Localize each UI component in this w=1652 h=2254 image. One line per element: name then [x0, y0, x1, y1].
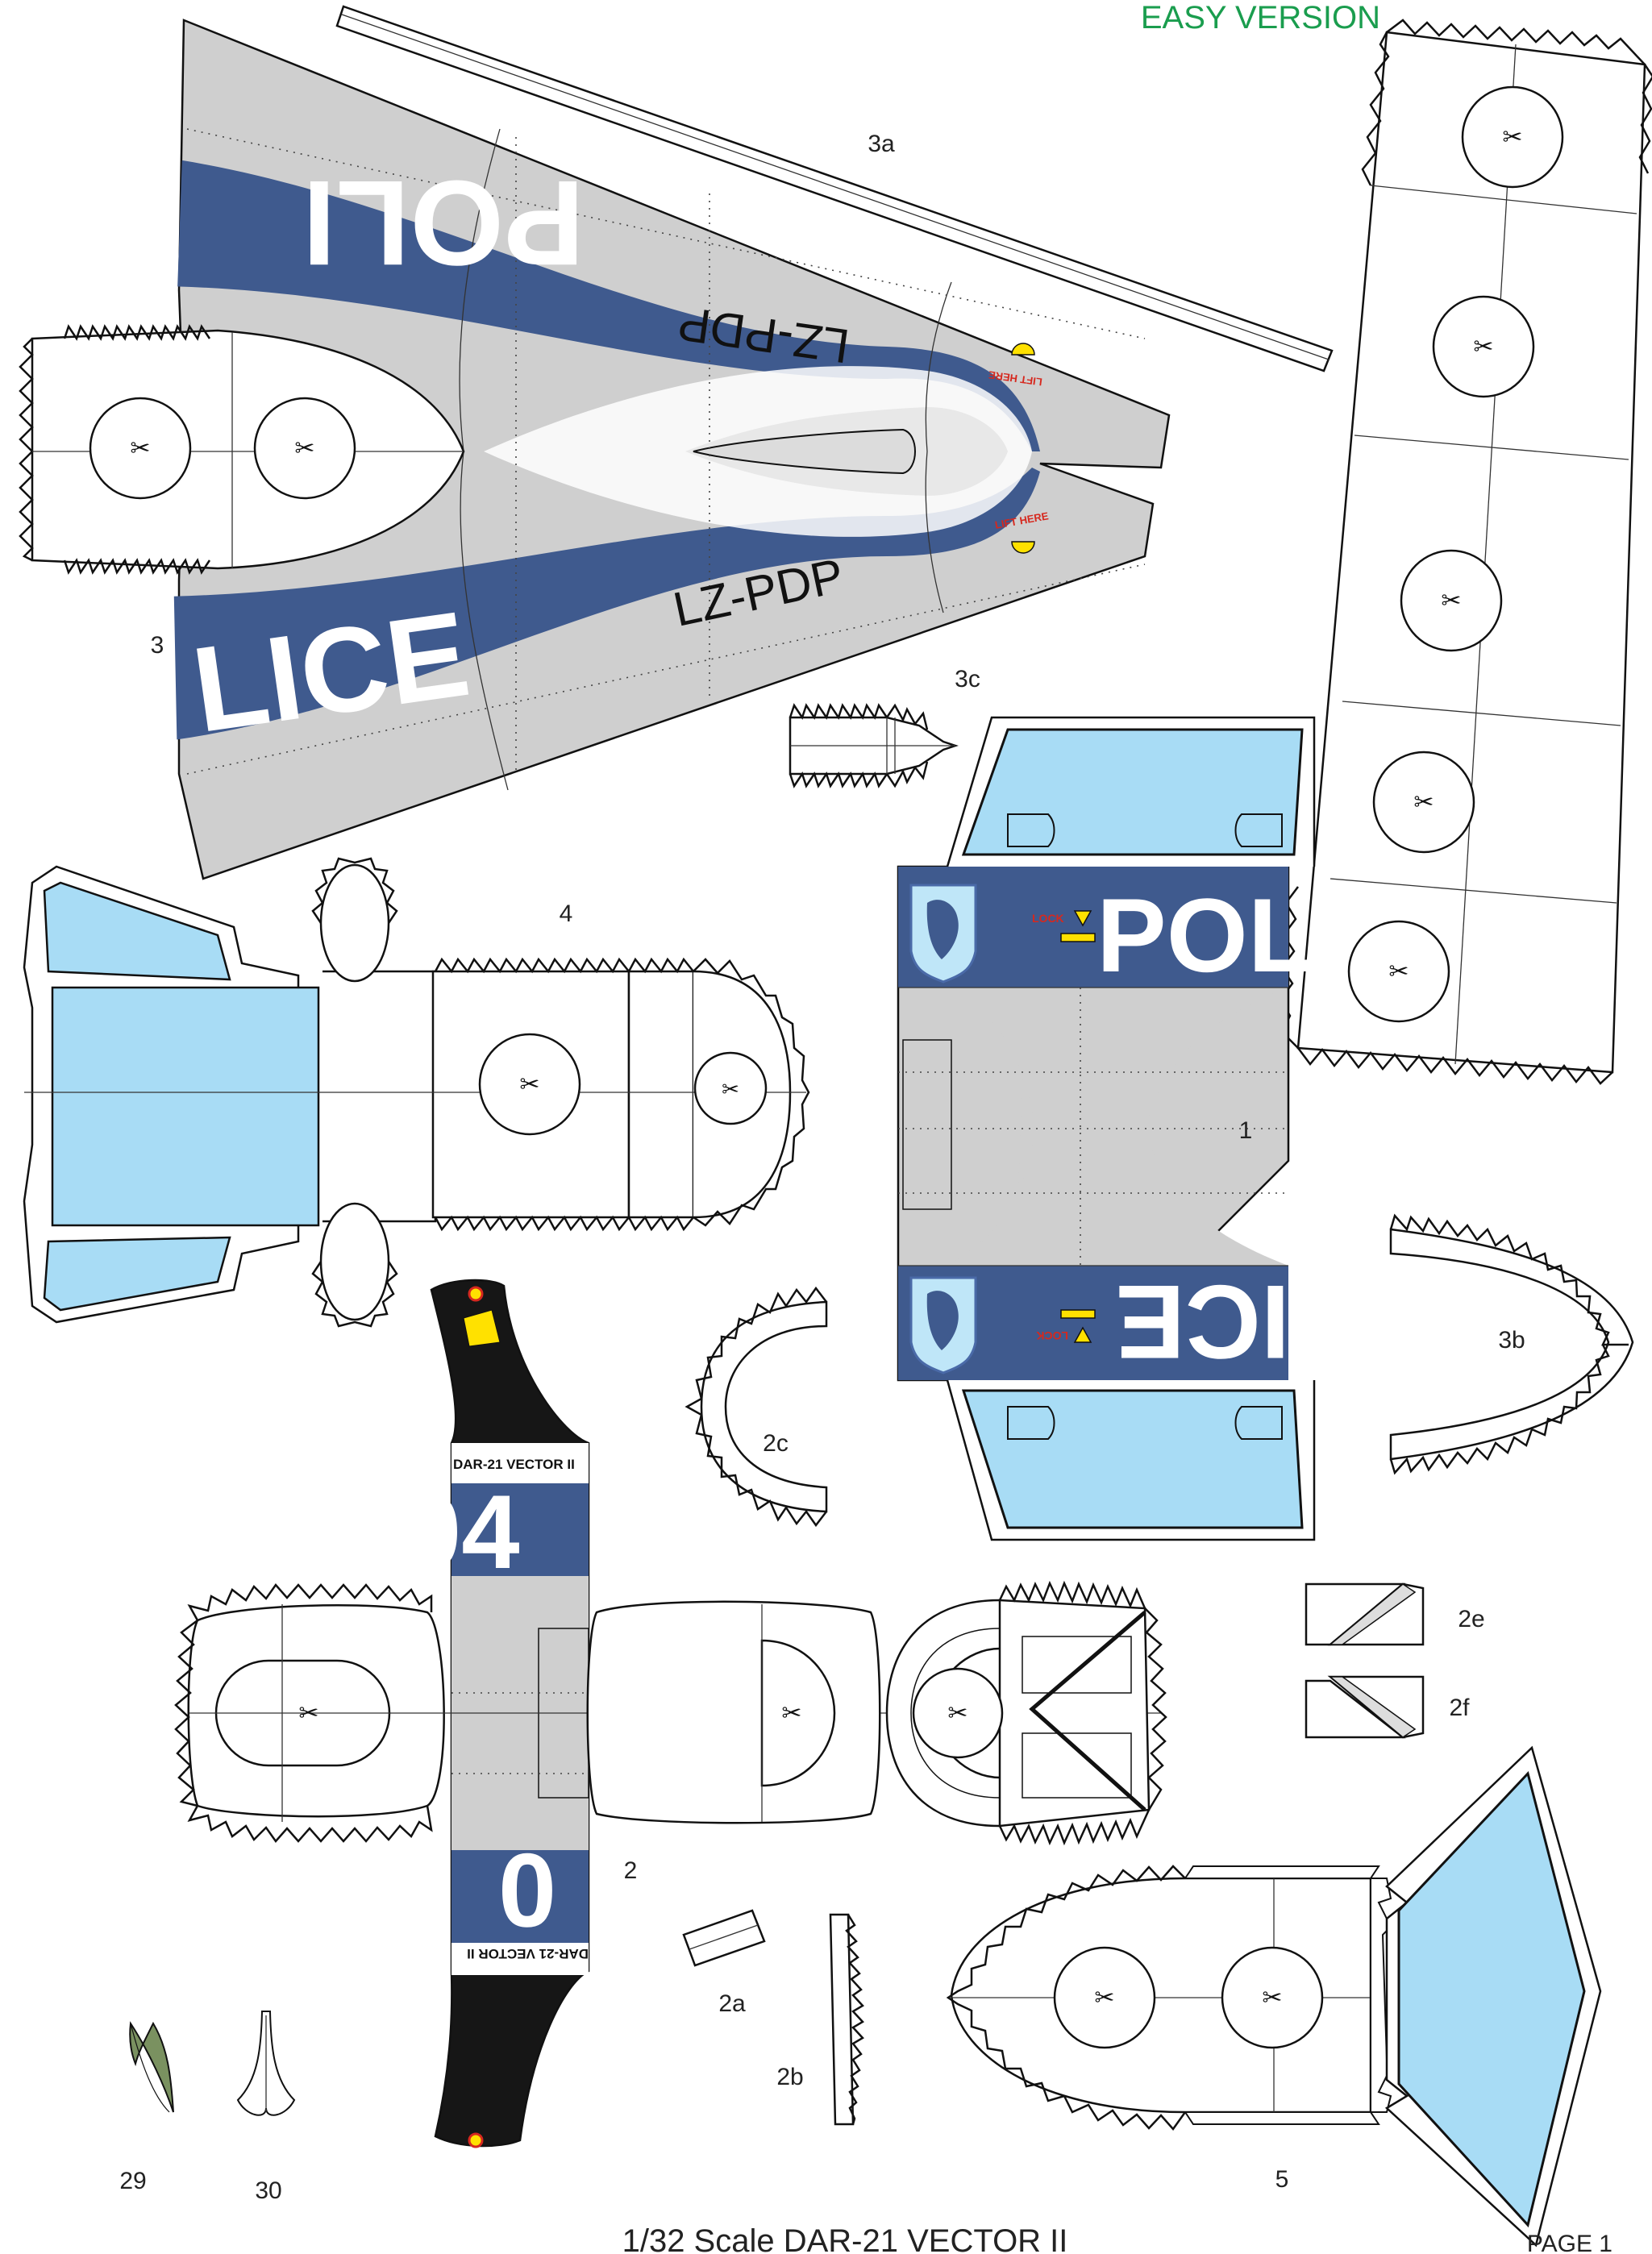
part-3a-strip	[335, 5, 1334, 372]
scissors-icon: ✂	[781, 1699, 801, 1728]
scissors-icon: ✂	[298, 1699, 318, 1728]
part-label-2e: 2e	[1458, 1606, 1484, 1632]
part-2	[174, 1580, 1167, 1846]
model-name-bottom: DAR-21 VECTOR II	[467, 1946, 589, 1961]
part-label-1: 1	[1239, 1117, 1253, 1144]
part-label-30: 30	[255, 2177, 281, 2204]
part-label-4: 4	[560, 900, 573, 927]
marking-pol: POL	[1096, 876, 1312, 994]
part-label-2f: 2f	[1449, 1695, 1470, 1721]
scissors-icon: ✂	[130, 435, 150, 463]
scissors-icon: ✂	[1502, 123, 1522, 152]
marking-0: 0	[498, 1832, 556, 1949]
marking-ice: ICE	[1115, 1263, 1290, 1381]
part-3-strip	[1279, 19, 1652, 1085]
part-label-2b: 2b	[776, 2064, 803, 2090]
part-5	[946, 1745, 1602, 2248]
part-tailboom-strip	[430, 1279, 590, 2148]
model-name-top: DAR-21 VECTOR II	[453, 1457, 575, 1472]
part-label-3: 3	[151, 632, 164, 659]
scissors-icon: ✂	[947, 1699, 967, 1728]
scissors-icon: ✂	[294, 435, 314, 463]
part-label-29: 29	[119, 2168, 146, 2194]
part-label-2: 2	[624, 1857, 638, 1884]
marking-poli: POLI	[302, 156, 585, 291]
part-label-5: 5	[1275, 2166, 1289, 2193]
lift-tab-bottom	[1011, 541, 1035, 554]
part-2a	[682, 1909, 766, 1967]
scissors-icon: ✂	[722, 1078, 739, 1102]
part-29	[129, 2021, 174, 2113]
marking-04: 04	[403, 1473, 520, 1591]
scissors-icon: ✂	[1094, 1984, 1114, 2012]
lock-label-top: LOCK	[1032, 912, 1064, 925]
scissors-icon: ✂	[1441, 587, 1461, 615]
scissors-icon: ✂	[1388, 958, 1409, 986]
scissors-icon: ✂	[1473, 333, 1493, 361]
lock-label-bottom: LOCK	[1036, 1329, 1068, 1342]
scissors-icon: ✂	[519, 1071, 539, 1099]
part-1-cabin	[897, 716, 1316, 1541]
footer-title: 1/32 Scale DAR-21 VECTOR II	[622, 2223, 1068, 2254]
part-2c	[685, 1286, 828, 1528]
part-label-3a: 3a	[868, 131, 895, 157]
lift-tab-top	[1011, 343, 1035, 356]
part-label-2c: 2c	[763, 1430, 789, 1457]
page-number: PAGE 1	[1527, 2231, 1612, 2254]
part-2f	[1305, 1675, 1425, 1739]
part-3-fuselage	[19, 19, 1171, 880]
version-label: EASY VERSION	[1141, 0, 1380, 35]
part-3c	[789, 703, 959, 788]
part-2e	[1305, 1582, 1425, 1646]
scissors-icon: ✂	[1413, 788, 1434, 817]
part-label-3b: 3b	[1498, 1327, 1525, 1354]
part-30	[236, 2011, 296, 2116]
part-4	[23, 857, 810, 1328]
part-2b	[829, 1913, 864, 2126]
part-3b	[1389, 1213, 1634, 1475]
scissors-icon: ✂	[1262, 1984, 1282, 2012]
part-label-3c: 3c	[955, 666, 980, 692]
part-label-2a: 2a	[718, 1990, 746, 2017]
